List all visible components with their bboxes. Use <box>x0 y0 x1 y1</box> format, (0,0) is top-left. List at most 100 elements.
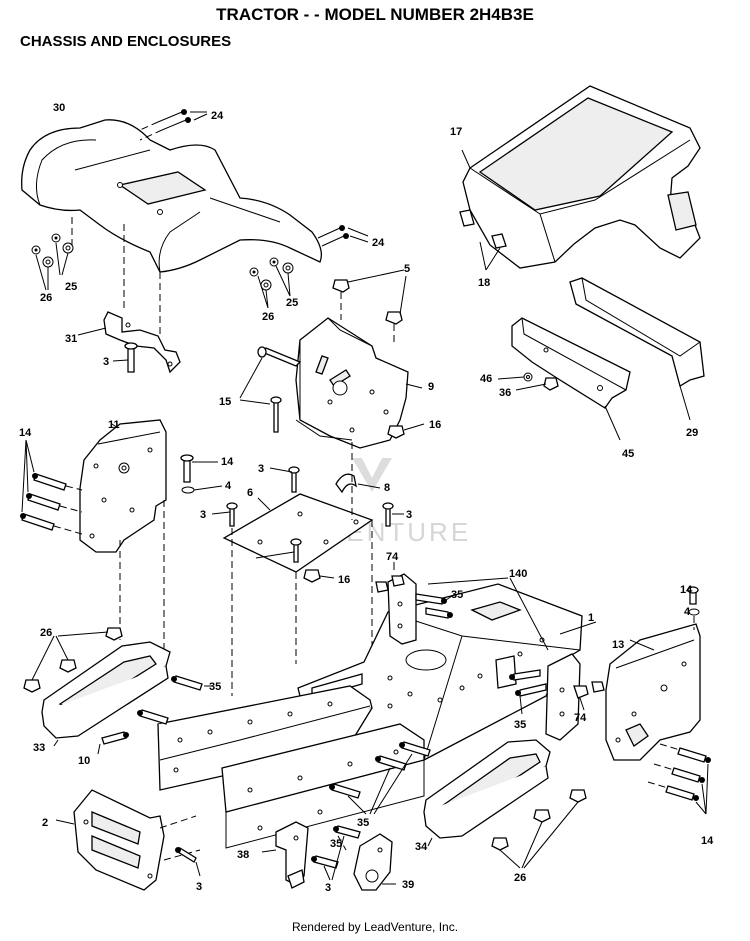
callout-8: 8 <box>384 482 390 494</box>
callout-14: 14 <box>19 427 32 439</box>
part-34-footrest <box>423 739 551 847</box>
callout-3: 3 <box>103 356 109 368</box>
callout-3: 3 <box>325 882 331 894</box>
part-31-bracket <box>77 224 181 374</box>
callout-35: 35 <box>451 589 463 601</box>
part-9-dash-panel <box>295 317 423 449</box>
nuts-26-right <box>491 789 587 869</box>
screws-3-lower <box>311 825 361 881</box>
callout-4: 4 <box>225 480 232 492</box>
callout-3: 3 <box>406 509 412 521</box>
bolts-35-upper <box>415 593 453 619</box>
callout-17: 17 <box>450 126 462 138</box>
footer-credit: Rendered by LeadVenture, Inc. <box>291 920 459 934</box>
callout-16: 16 <box>338 574 350 586</box>
callout-13: 13 <box>612 639 624 651</box>
bolt-14-washer-4-right <box>687 586 700 630</box>
callout-25: 25 <box>286 297 298 309</box>
part-17-fender <box>459 85 701 271</box>
callout-29: 29 <box>686 427 698 439</box>
callout-25: 25 <box>65 281 77 293</box>
callout-45: 45 <box>622 448 634 460</box>
callout-30: 30 <box>53 102 65 114</box>
callout-35: 35 <box>330 838 342 850</box>
screws-14-right <box>647 743 711 815</box>
part-33-footrest <box>41 641 171 747</box>
callout-15: 15 <box>219 396 231 408</box>
callout-31: 31 <box>65 333 77 345</box>
screws-15 <box>239 346 302 433</box>
callout-14: 14 <box>221 456 234 468</box>
screws-14-left <box>20 439 83 535</box>
callout-14: 14 <box>701 835 714 847</box>
hardware-46-36 <box>497 372 559 391</box>
nuts-5 <box>332 269 407 345</box>
callout-35: 35 <box>209 681 221 693</box>
part-8-clamp <box>335 473 381 494</box>
callout-34: 34 <box>415 841 428 853</box>
part-39-bracket <box>353 833 396 891</box>
callout-140: 140 <box>509 568 527 580</box>
bolt-10 <box>97 731 129 755</box>
callout-labels: 30 24 24 26 25 26 25 31 3 17 18 5 15 9 1… <box>19 102 714 894</box>
callout-9: 9 <box>428 381 434 393</box>
nut-16-b <box>303 569 335 583</box>
part-74-bracket-upper <box>375 562 417 645</box>
section-title: CHASSIS AND ENCLOSURES <box>20 33 232 50</box>
callout-10: 10 <box>78 755 90 767</box>
callout-3: 3 <box>200 509 206 521</box>
callout-2: 2 <box>42 817 48 829</box>
callout-3: 3 <box>196 881 202 893</box>
callout-74: 74 <box>386 551 399 563</box>
nut-16-a <box>387 423 425 439</box>
callout-38: 38 <box>237 849 249 861</box>
nuts-26-left <box>23 627 123 693</box>
bolts-35-lower <box>329 741 431 815</box>
page-title: TRACTOR - - MODEL NUMBER 2H4B3E <box>216 5 534 24</box>
leader-140 <box>427 577 549 651</box>
callout-26: 26 <box>514 872 526 884</box>
callout-4: 4 <box>684 606 691 618</box>
callout-5: 5 <box>404 263 410 275</box>
callout-74: 74 <box>574 712 587 724</box>
frame-rail-left <box>157 685 373 791</box>
part-74-bracket-right <box>545 653 605 741</box>
part-29-panel <box>569 277 705 421</box>
hardware-25-26-right <box>249 257 294 309</box>
bolts-24-top <box>139 109 208 141</box>
callout-24: 24 <box>211 110 224 122</box>
part-30-dash-top <box>21 119 323 273</box>
screws-3-plate <box>211 466 404 563</box>
watermark-logo <box>352 458 392 492</box>
callout-14: 14 <box>680 584 693 596</box>
callout-46: 46 <box>480 373 492 385</box>
callout-35: 35 <box>514 719 526 731</box>
part-2-plate <box>55 789 201 891</box>
screw-3-front <box>175 847 201 877</box>
part-38-bracket <box>261 821 309 889</box>
part-45-bracket <box>511 317 631 441</box>
part-13-side-panel <box>605 623 701 761</box>
callout-39: 39 <box>402 879 414 891</box>
bolts-35-right <box>509 669 547 715</box>
callout-11: 11 <box>108 419 120 431</box>
callout-26: 26 <box>40 627 52 639</box>
bolts-35-left <box>137 675 212 725</box>
callout-24: 24 <box>372 237 385 249</box>
callout-33: 33 <box>33 742 45 754</box>
callout-35: 35 <box>357 817 369 829</box>
callout-1: 1 <box>588 612 594 624</box>
part-6-plate <box>222 493 374 573</box>
bolts-24-right <box>317 225 369 247</box>
callout-18: 18 <box>478 277 490 289</box>
hardware-25-26-left <box>31 215 74 291</box>
callout-6: 6 <box>247 487 253 499</box>
alignment-lines <box>119 442 373 696</box>
screw-3-a <box>112 342 138 373</box>
callout-36: 36 <box>499 387 511 399</box>
callout-3: 3 <box>258 463 264 475</box>
bolt-14-washer-4 <box>180 454 223 494</box>
callout-16: 16 <box>429 419 441 431</box>
callout-26: 26 <box>40 292 52 304</box>
